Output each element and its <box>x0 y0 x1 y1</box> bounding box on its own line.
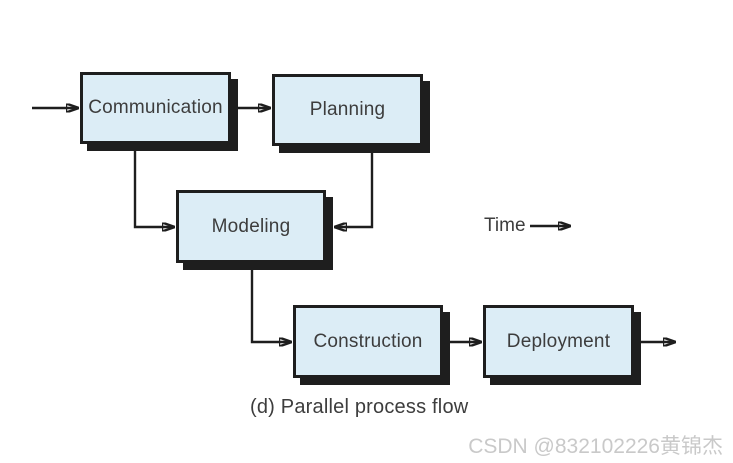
box-communication-label: Communication <box>88 97 223 118</box>
box-communication: Communication <box>80 72 231 144</box>
box-construction: Construction <box>293 305 443 378</box>
box-deployment-label: Deployment <box>506 330 611 352</box>
box-deployment: Deployment <box>483 305 634 378</box>
time-label: Time <box>484 215 526 236</box>
diagram-caption: (d) Parallel process flow <box>250 396 469 418</box>
box-planning-label: Planning <box>309 99 386 120</box>
arrow-modeling-to-construction <box>250 265 291 342</box>
box-construction-label: Construction <box>313 330 423 352</box>
box-planning: Planning <box>272 74 423 146</box>
csdn-watermark: CSDN @832102226黄锦杰 <box>468 435 723 458</box>
box-modeling-label: Modeling <box>211 215 291 237</box>
arrow-planning-to-modeling <box>335 148 374 227</box>
arrow-communication-to-modeling <box>133 146 174 227</box>
box-modeling: Modeling <box>176 190 326 263</box>
